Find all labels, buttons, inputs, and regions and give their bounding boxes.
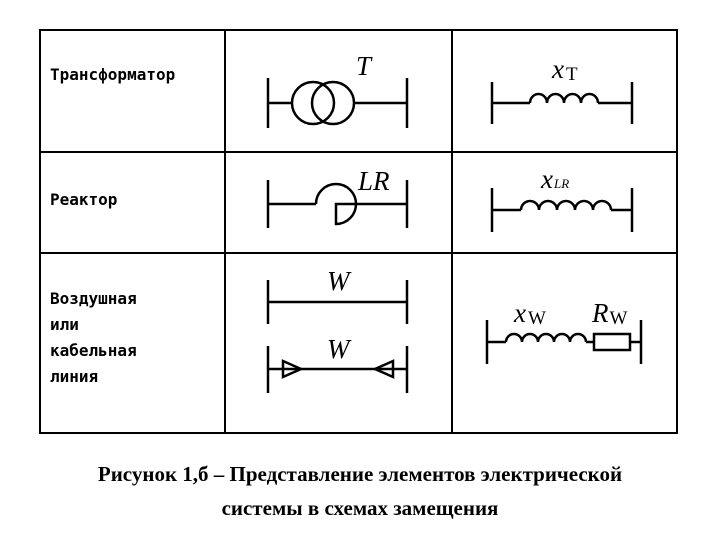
reactor-symbol-label: LR <box>357 166 390 196</box>
reactor-symbol <box>266 180 409 228</box>
cable-line-label: W <box>327 334 352 364</box>
reactor-loop <box>314 182 407 226</box>
overhead-line-symbol <box>266 280 409 324</box>
row-label-reactor: Реактор <box>50 190 117 209</box>
inductor-coil <box>519 199 613 211</box>
figure-caption-line-2: системы в схемах замещения <box>221 496 499 520</box>
row-label-transformer: Трансформатор <box>50 65 175 84</box>
resistor <box>592 332 632 352</box>
transformer-winding-1 <box>290 80 336 126</box>
overhead-line-label: W <box>327 266 352 296</box>
table-grid <box>39 29 678 434</box>
reactor-equivalent <box>490 188 634 232</box>
transformer-symbol-label: T <box>356 51 373 81</box>
line-resistance-label: RW <box>591 298 628 329</box>
row-label-line-part-3: кабельная <box>50 341 137 360</box>
row-label-line-part-1: Воздушная <box>50 289 137 308</box>
transformer-symbol <box>266 78 409 128</box>
row-label-line-part-2: или <box>50 315 79 334</box>
cable-line-symbol <box>266 346 409 393</box>
figure-caption-line-1: Рисунок 1,б – Представление элементов эл… <box>97 462 623 486</box>
cable-end-marker-right <box>371 359 395 379</box>
row-label-line: Воздушная или кабельная линия <box>50 289 137 386</box>
inductor-coil <box>504 332 588 343</box>
table-border <box>39 29 678 434</box>
row-label-line-part-4: линия <box>50 367 98 386</box>
reactor-reactance-label: xLR <box>540 164 569 194</box>
transformer-equivalent <box>490 82 634 124</box>
inductor-coil <box>528 92 600 104</box>
line-equivalent <box>485 320 643 364</box>
cable-end-marker-left <box>281 359 305 379</box>
